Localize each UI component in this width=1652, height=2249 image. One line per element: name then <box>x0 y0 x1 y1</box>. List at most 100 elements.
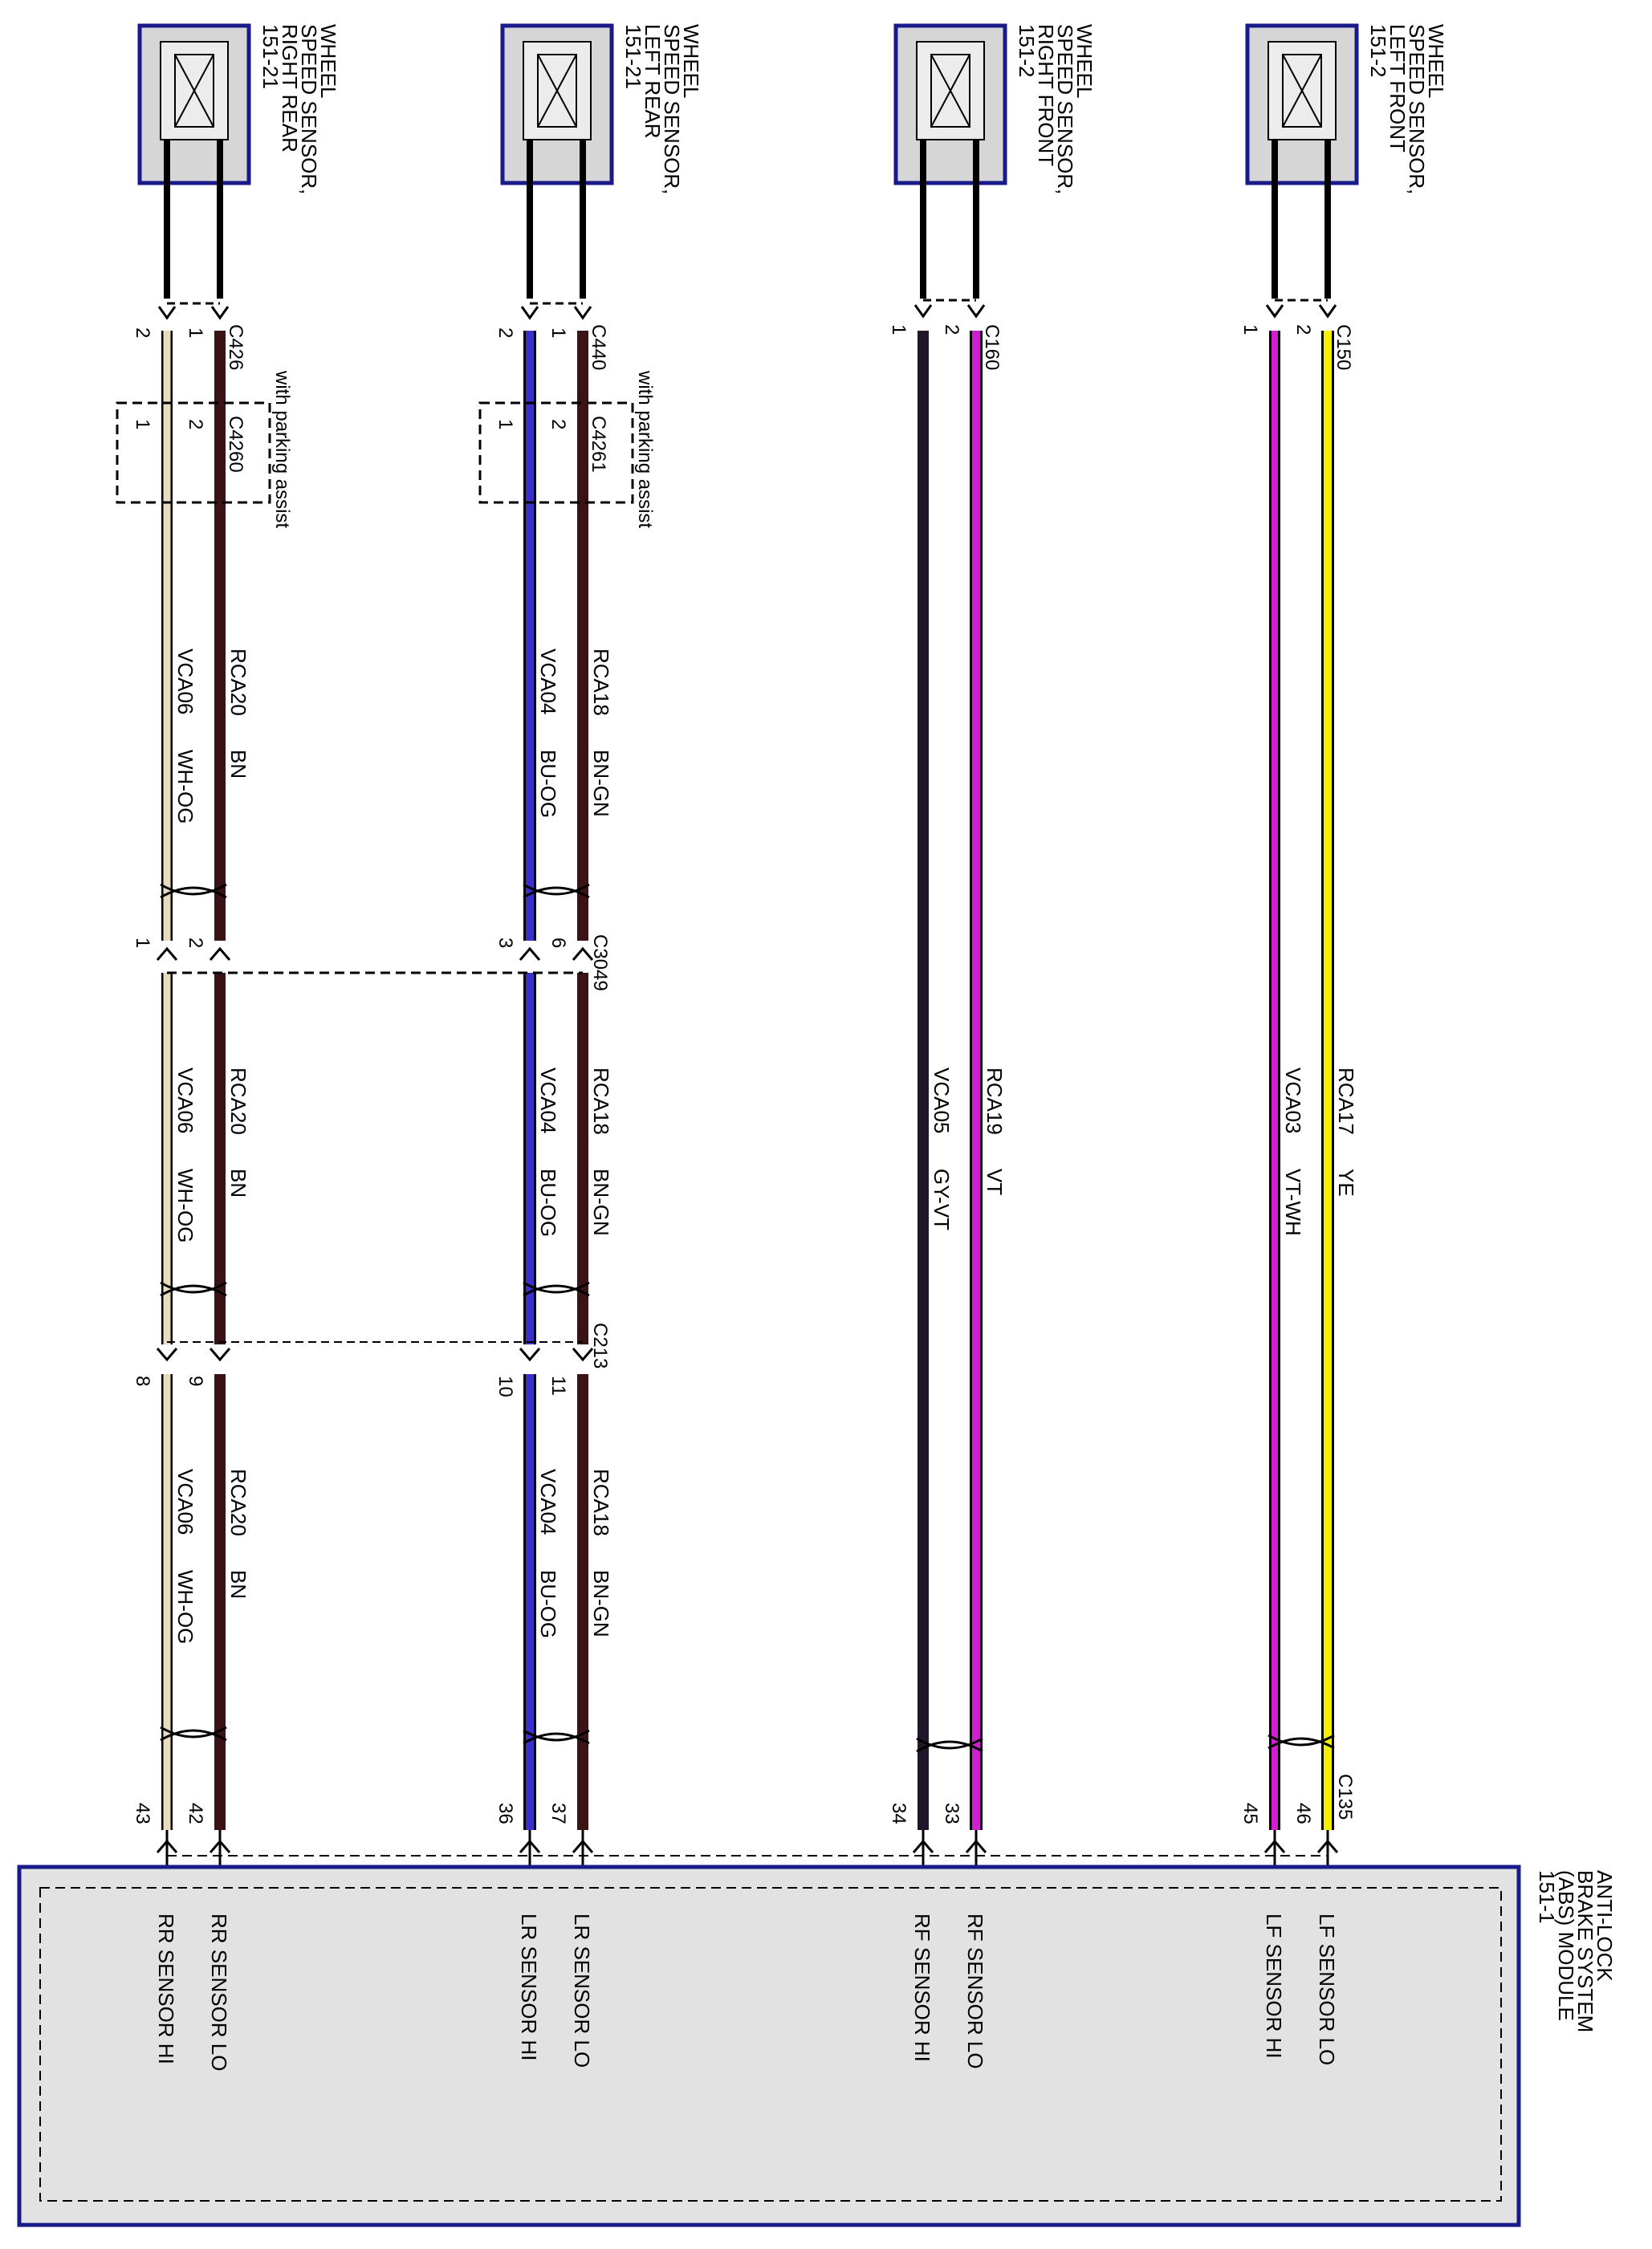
wire-color: WH-OG <box>173 1570 197 1644</box>
parking-assist-box-rr <box>116 401 271 504</box>
pin-number: 8 <box>132 1376 153 1386</box>
connector-c3049: C3049 <box>589 934 611 991</box>
connector-c426: C426 <box>225 324 246 370</box>
sensor-label-line: SPEED SENSOR, <box>1405 24 1429 194</box>
pin-number: 42 <box>185 1803 206 1824</box>
pin-number: 2 <box>185 937 206 948</box>
sensor-label-line: 151-2 <box>1015 24 1039 78</box>
sensor-label-line: SPEED SENSOR, <box>660 24 684 194</box>
pin-number: 37 <box>547 1803 569 1824</box>
sensor-label-line: 151-21 <box>258 24 283 89</box>
pin-number: 1 <box>888 324 909 335</box>
abs-module <box>17 1865 1521 2227</box>
sensor-label-line: LEFT REAR <box>641 24 665 139</box>
sensor-label-lr: WHEEL SPEED SENSOR, LEFT REAR 151-21 <box>621 24 703 194</box>
signal-lr-lo: LR SENSOR LO <box>570 1913 594 2068</box>
sensor-label-line: SPEED SENSOR, <box>297 24 321 194</box>
sensor-label-rr: WHEEL SPEED SENSOR, RIGHT REAR 151-21 <box>258 24 340 194</box>
pin-number: 36 <box>494 1803 516 1824</box>
sensor-connector-marks <box>157 299 1337 320</box>
module-label-line: ANTI-LOCK <box>1593 1870 1617 1982</box>
sensor-label-line: 151-21 <box>621 24 645 89</box>
parking-assist-box-lr <box>478 401 634 504</box>
connector-c150: C150 <box>1333 324 1354 370</box>
wire-circuit: VCA04 <box>536 1469 560 1535</box>
connector-c135: C135 <box>1334 1774 1356 1820</box>
connector-c160: C160 <box>981 324 1003 370</box>
sensor-label-rf: WHEEL SPEED SENSOR, RIGHT FRONT 151-2 <box>1015 24 1097 194</box>
wire-color: BN <box>226 1169 250 1198</box>
pin-number: 1 <box>132 937 153 948</box>
pin-number: 10 <box>494 1376 516 1397</box>
pin-number: 1 <box>547 327 569 338</box>
wire-circuit: VCA06 <box>173 1068 197 1133</box>
pin-number: 1 <box>1239 324 1261 335</box>
wire-color: GY-VT <box>930 1169 954 1230</box>
pin-number: 34 <box>888 1803 909 1824</box>
signal-lr-hi: LR SENSOR HI <box>517 1913 541 2061</box>
sensor-label-line: SPEED SENSOR, <box>1053 24 1077 194</box>
sensor-label-line: WHEEL <box>316 24 340 98</box>
c3049-marks <box>156 946 594 974</box>
wire-circuit: RCA20 <box>226 1469 250 1536</box>
wire-circuit: RCA18 <box>589 1068 613 1135</box>
sensor-label-line: LEFT FRONT <box>1385 24 1410 153</box>
pin-number: 11 <box>547 1376 569 1396</box>
wire-circuit: VCA03 <box>1281 1068 1305 1133</box>
connector-c440: C440 <box>588 324 609 370</box>
sensor-label-line: WHEEL <box>1424 24 1448 98</box>
wire-color: VT-WH <box>1281 1169 1305 1236</box>
pin-number: 2 <box>185 419 206 429</box>
sensor-rf <box>893 23 1007 185</box>
parking-assist-note: with parking assist <box>634 370 656 528</box>
sensor-lf <box>1245 23 1359 185</box>
pin-number: 2 <box>494 327 516 338</box>
sensor-leads <box>164 140 1331 299</box>
pin-number: 2 <box>1292 324 1314 335</box>
wire-circuit: RCA19 <box>983 1068 1007 1135</box>
wire-circuit: VCA06 <box>173 1469 197 1535</box>
sensor-lr <box>500 23 614 185</box>
wire-color: BN <box>226 750 250 779</box>
abs-module-label: ANTI-LOCK BRAKE SYSTEM (ABS) MODULE 151-… <box>1535 1870 1617 2032</box>
wire-color: VT <box>983 1169 1007 1195</box>
pin-number: 2 <box>547 419 569 429</box>
pin-number: 33 <box>941 1803 962 1824</box>
pin-number: 1 <box>494 419 516 429</box>
pin-number: 2 <box>132 327 153 338</box>
wire-circuit: VCA06 <box>173 649 197 714</box>
sensor-label-line: 151-2 <box>1366 24 1390 78</box>
wire-circuit: VCA04 <box>536 1068 560 1133</box>
pin-number: 1 <box>185 327 206 338</box>
connector-c213: C213 <box>589 1323 611 1369</box>
pin-number: 43 <box>132 1803 153 1824</box>
signal-rf-lo: RF SENSOR LO <box>963 1913 987 2069</box>
sensor-label-line: WHEEL <box>1072 24 1097 98</box>
wire-color: BU-OG <box>536 750 560 818</box>
pin-number: 1 <box>132 419 153 429</box>
wire-color: BN <box>226 1570 250 1599</box>
signal-rr-hi: RR SENSOR HI <box>154 1913 178 2064</box>
wire-circuit: VCA05 <box>930 1068 954 1133</box>
signal-rf-hi: RF SENSOR HI <box>910 1913 934 2062</box>
wire-color: BU-OG <box>536 1169 560 1237</box>
connector-c4260: C4260 <box>225 416 246 473</box>
wire-color: BN-GN <box>589 1169 613 1236</box>
pin-number: 2 <box>941 324 962 335</box>
wire-circuit: RCA17 <box>1334 1068 1358 1135</box>
wire-color: YE <box>1334 1169 1358 1197</box>
wire-circuit: RCA18 <box>589 1469 613 1536</box>
pin-number: 45 <box>1239 1803 1261 1824</box>
wire-color: WH-OG <box>173 1169 197 1242</box>
pin-number: 46 <box>1292 1803 1314 1824</box>
sensor-label-lf: WHEEL SPEED SENSOR, LEFT FRONT 151-2 <box>1366 24 1448 194</box>
pin-number: 6 <box>547 937 569 948</box>
sensor-label-line: WHEEL <box>679 24 703 98</box>
sensor-label-line: RIGHT REAR <box>278 24 302 153</box>
pin-number: 3 <box>494 937 516 948</box>
connector-c4261: C4261 <box>588 416 609 473</box>
wire-circuit: RCA20 <box>226 649 250 716</box>
wire-circuit: RCA20 <box>226 1068 250 1135</box>
wire-circuit: RCA18 <box>589 649 613 716</box>
